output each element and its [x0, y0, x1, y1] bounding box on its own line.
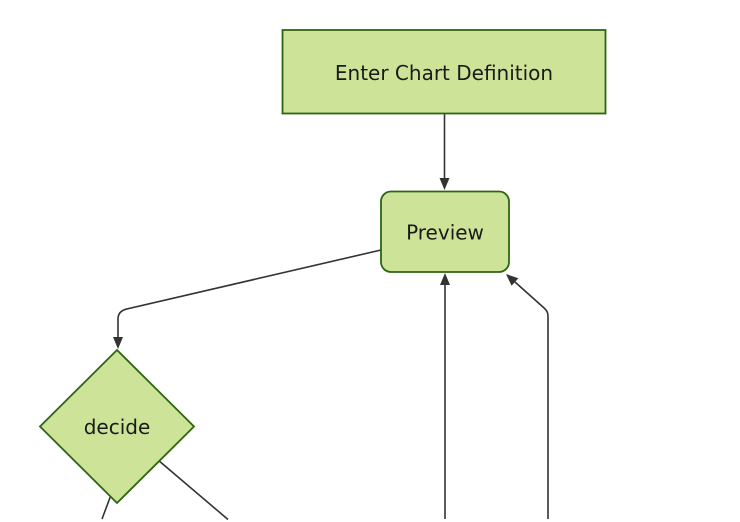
node-decide: decide	[38, 348, 196, 505]
arrowhead-up	[440, 273, 450, 285]
edge-decide-to-bottom-right	[157, 459, 229, 521]
node-preview: Preview	[380, 190, 510, 273]
node-enter-chart-definition: Enter Chart Definition	[281, 29, 607, 115]
node-label: Enter Chart Definition	[335, 61, 553, 85]
edge-bottom-to-preview-right	[506, 274, 549, 519]
edge-line	[101, 494, 112, 520]
edge-enter-to-preview	[439, 113, 450, 190]
diamond-shape	[38, 348, 196, 505]
rounded-rectangle-shape	[380, 190, 510, 273]
node-label: Preview	[406, 221, 484, 245]
edge-line	[157, 459, 229, 521]
edge-preview-to-decide	[113, 249, 382, 349]
node-label: decide	[84, 415, 151, 439]
arrowhead-down	[439, 178, 450, 190]
arrowhead-up-left	[506, 274, 519, 286]
arrowhead-down	[113, 337, 123, 349]
rectangle-shape	[281, 29, 607, 115]
edge-line	[514, 281, 549, 519]
edge-line	[117, 249, 382, 338]
edge-bottom-to-preview-center	[440, 273, 450, 519]
edge-decide-to-bottom-left	[101, 494, 112, 520]
